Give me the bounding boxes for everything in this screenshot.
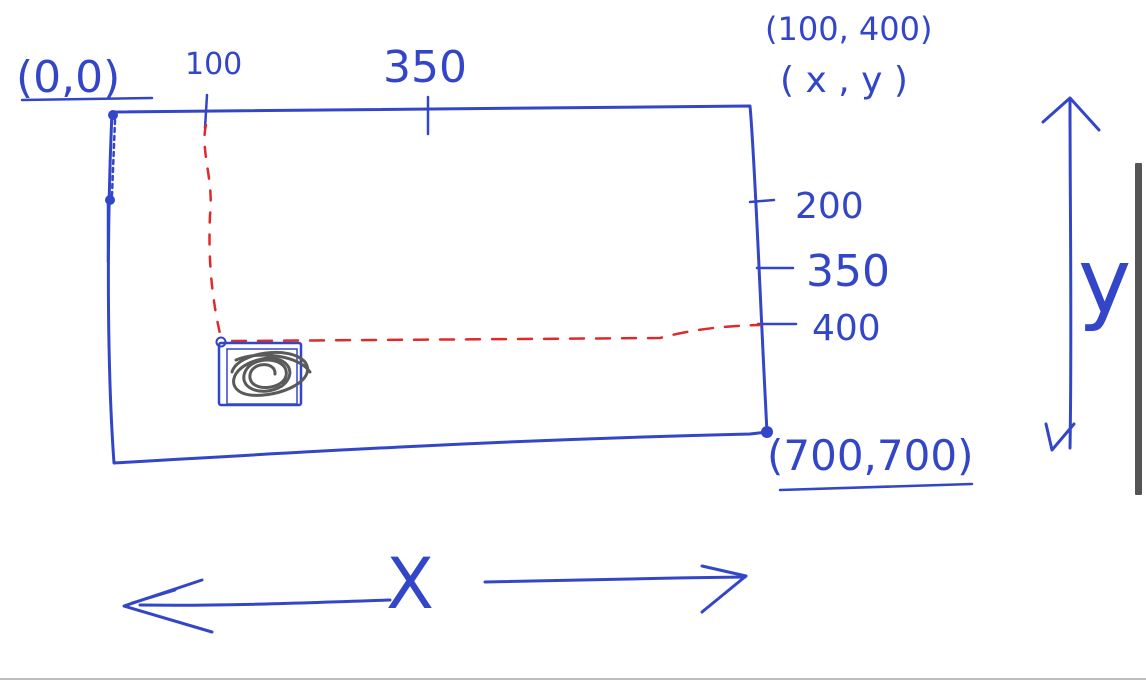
- target-box-inner: [226, 348, 298, 405]
- target-box: [217, 341, 303, 407]
- right-tick-label-400: 400: [812, 308, 881, 349]
- horizontal-guide-line: [230, 323, 762, 343]
- bottom-divider: [0, 678, 1146, 680]
- target-scribble: [230, 350, 312, 397]
- x-axis-arrowhead-left: [122, 578, 214, 634]
- corner-dot: [761, 426, 773, 438]
- x-axis-label: X: [386, 543, 434, 625]
- left-edge-dot: [105, 195, 115, 205]
- x-axis-arrow-left-shaft: [138, 598, 392, 607]
- point-example-label: (100, 400): [765, 10, 932, 48]
- point-format-label: ( x , y ): [780, 60, 908, 101]
- y-axis-arrowhead-up: [1041, 96, 1101, 132]
- top-tick-label-100: 100: [185, 47, 242, 82]
- right-tick-200: [748, 198, 776, 204]
- right-tick-label-350: 350: [806, 246, 890, 297]
- vertical-guide-line: [203, 123, 223, 340]
- x-axis-arrowhead-right: [700, 564, 748, 614]
- top-tick-100: [203, 93, 209, 130]
- canvas-rectangle: [106, 104, 769, 465]
- top-tick-label-350: 350: [383, 42, 467, 93]
- right-tick-label-200: 200: [795, 186, 864, 227]
- y-axis-arrow: [1068, 98, 1073, 450]
- y-axis-arrowhead-down: [1044, 422, 1076, 452]
- corner-label: (700,700): [767, 431, 973, 480]
- vertical-scrollbar[interactable]: [1135, 163, 1142, 495]
- y-axis-label: y: [1078, 229, 1131, 334]
- origin-underline: [20, 96, 154, 102]
- left-dotted-segment: [110, 118, 117, 197]
- origin-label: (0,0): [16, 52, 120, 103]
- origin-dot: [108, 110, 118, 120]
- x-axis-arrow-right-shaft: [483, 575, 747, 584]
- corner-underline: [778, 482, 974, 492]
